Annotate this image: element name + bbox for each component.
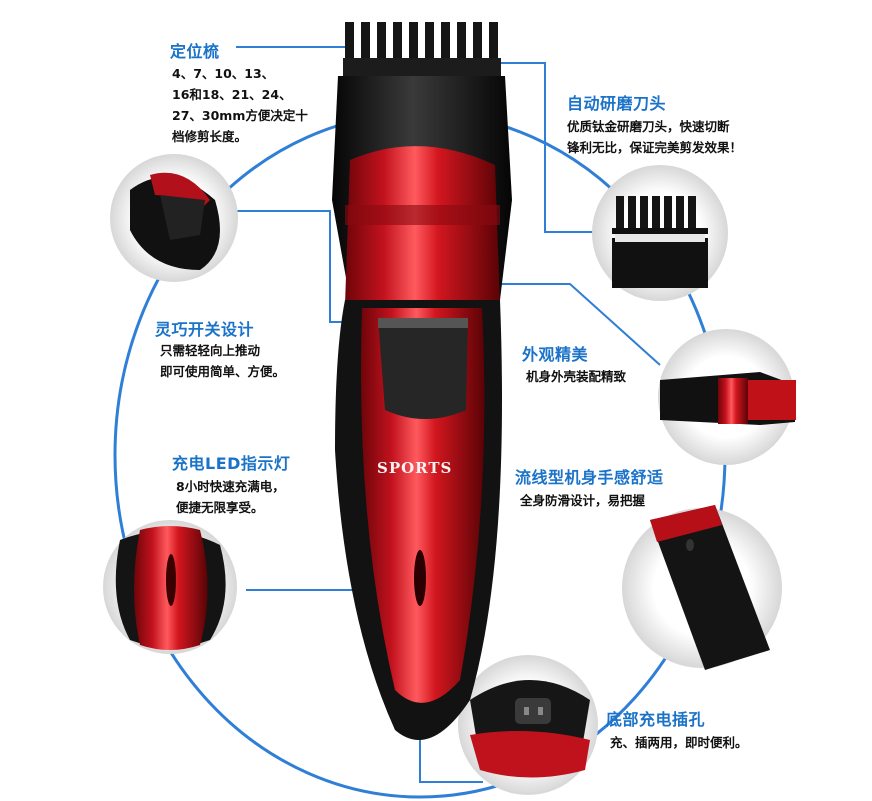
feature-desc-switch: 只需轻轻向上推动 即可使用简单、方便。 <box>160 340 285 382</box>
desc-line: 优质钛金研磨刀头，快速切断 <box>567 119 730 134</box>
desc-line: 8小时快速充满电， <box>176 479 285 494</box>
desc-line: 16和18、21、24、 <box>172 87 292 102</box>
desc-line: 4、7、10、13、 <box>172 66 275 81</box>
feature-title-body: 流线型机身手感舒适 <box>515 468 664 487</box>
feature-title-appearance: 外观精美 <box>522 345 589 364</box>
feature-title-blade: 自动研磨刀头 <box>567 94 667 113</box>
feature-title-comb: 定位梳 <box>170 42 220 61</box>
feature-desc-body: 全身防滑设计，易把握 <box>520 490 645 511</box>
desc-line: 全身防滑设计，易把握 <box>520 493 646 508</box>
feature-title-led: 充电LED指示灯 <box>172 454 291 473</box>
feature-desc-blade: 优质钛金研磨刀头，快速切断 锋利无比，保证完美剪发效果！ <box>567 116 742 158</box>
main-trimmer <box>332 22 512 740</box>
desc-line: 锋利无比，保证完美剪发效果！ <box>567 140 743 155</box>
feature-desc-appearance: 机身外壳装配精致 <box>526 366 626 387</box>
desc-line: 便捷无限享受。 <box>176 500 264 515</box>
thumb-blade <box>592 165 728 301</box>
thumb-switch <box>110 154 238 282</box>
thumb-body <box>622 505 782 670</box>
feature-desc-comb: 4、7、10、13、 16和18、21、24、 27、30mm方便决定十 档修剪… <box>172 63 308 147</box>
desc-line: 即可使用简单、方便。 <box>160 364 286 379</box>
desc-line: 只需轻轻向上推动 <box>160 343 261 358</box>
feature-title-port: 底部充电插孔 <box>606 710 706 729</box>
desc-line: 机身外壳装配精致 <box>526 369 627 384</box>
thumb-led <box>103 520 237 654</box>
feature-desc-led: 8小时快速充满电， 便捷无限享受。 <box>176 476 285 518</box>
thumb-appearance <box>658 329 796 465</box>
desc-line: 档修剪长度。 <box>172 129 248 144</box>
feature-title-switch: 灵巧开关设计 <box>155 320 255 339</box>
feature-desc-port: 充、插两用，即时便利。 <box>610 732 748 753</box>
thumb-port <box>458 655 598 795</box>
desc-line: 充、插两用，即时便利。 <box>610 735 748 750</box>
desc-line: 27、30mm方便决定十 <box>172 108 308 123</box>
brand-logo-text: SPORTS <box>377 459 453 477</box>
